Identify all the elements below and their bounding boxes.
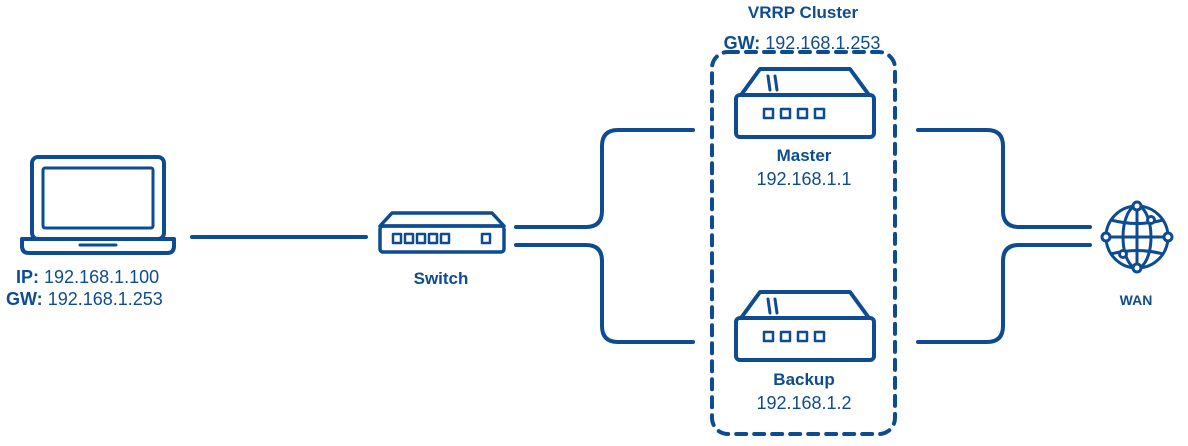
wan-label: WAN — [1119, 292, 1153, 308]
laptop-gw-value: 192.168.1.253 — [47, 289, 163, 309]
cluster-title: VRRP Cluster — [747, 3, 859, 22]
vrrp-cluster-box — [710, 50, 897, 436]
link-master-wan — [916, 128, 1092, 229]
laptop-icon — [20, 155, 176, 255]
link-switch-master — [514, 128, 695, 229]
backup-label: Backup — [773, 370, 835, 389]
link-backup-wan — [916, 243, 1092, 344]
laptop-ip-label: IP: — [16, 267, 40, 287]
master-router-icon — [734, 67, 876, 139]
connection-lines — [190, 128, 1092, 344]
laptop-ip-value: 192.168.1.100 — [44, 267, 160, 287]
globe-icon — [1100, 200, 1174, 274]
backup-router-icon — [734, 290, 876, 362]
laptop-ip: IP: 192.168.1.100 — [16, 266, 159, 288]
cluster-gateway: GW: 192.168.1.253 — [724, 32, 881, 54]
link-switch-backup — [514, 243, 695, 344]
backup-ip: 192.168.1.2 — [756, 393, 852, 413]
switch-icon — [378, 211, 506, 254]
laptop-gateway: GW: 192.168.1.253 — [6, 288, 163, 310]
cluster-gw-value: 192.168.1.253 — [765, 33, 881, 53]
laptop-gw-label: GW: — [6, 289, 43, 309]
master-ip: 192.168.1.1 — [756, 169, 852, 189]
switch-label: Switch — [413, 269, 469, 288]
cluster-gw-label: GW: — [723, 33, 761, 53]
master-label: Master — [776, 146, 832, 165]
